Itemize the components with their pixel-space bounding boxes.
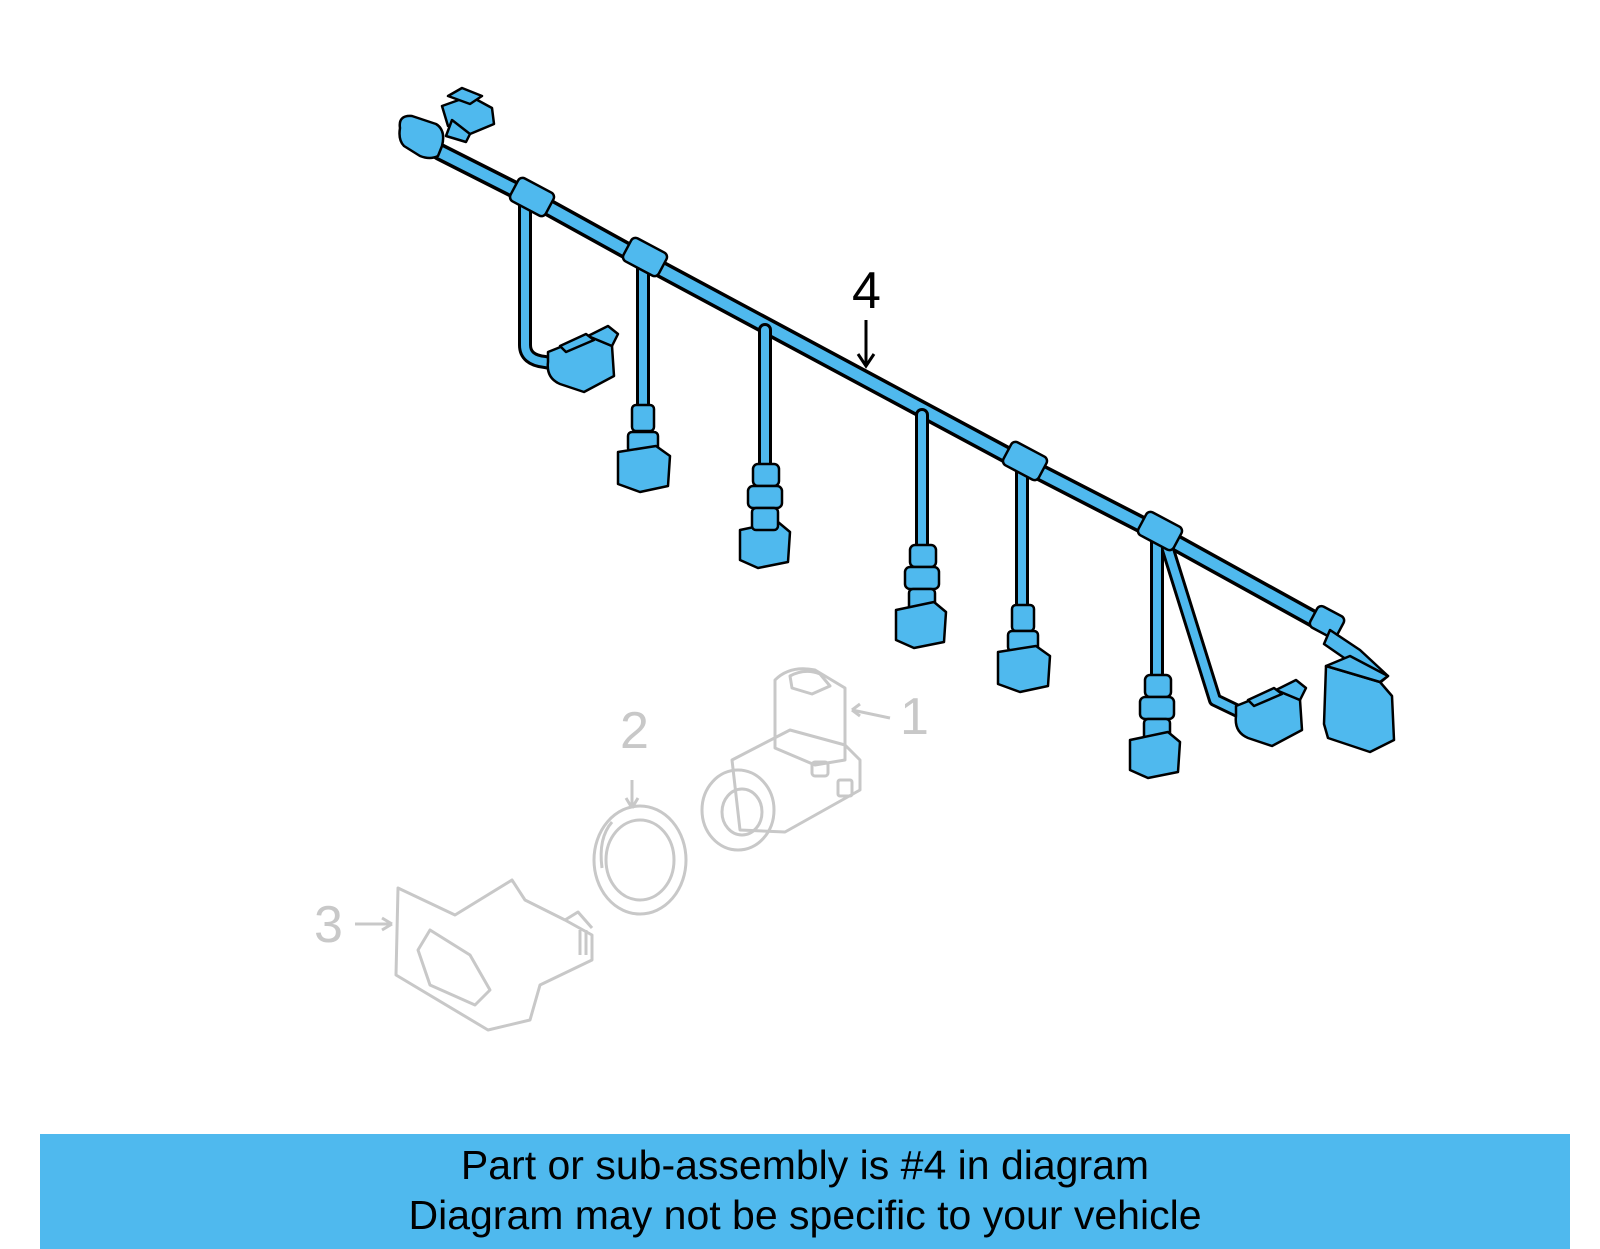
grommet-ring-part-2 xyxy=(592,780,688,916)
bracket-part-3 xyxy=(355,878,594,1032)
banner-line-part-note: Part or sub-assembly is #4 in diagram xyxy=(460,1142,1150,1188)
callout-arrow-part-4 xyxy=(856,320,876,369)
callout-label-1: 1 xyxy=(900,688,929,746)
banner-line-disclaimer: Diagram may not be specific to your vehi… xyxy=(408,1192,1202,1238)
sensor-part-1 xyxy=(700,667,891,852)
info-banner: Part or sub-assembly is #4 in diagram Di… xyxy=(40,1134,1570,1249)
callout-label-4: 4 xyxy=(852,262,881,320)
callout-label-3: 3 xyxy=(314,896,343,954)
wiring-harness-part-4 xyxy=(398,86,1396,780)
callout-label-2: 2 xyxy=(620,702,649,760)
